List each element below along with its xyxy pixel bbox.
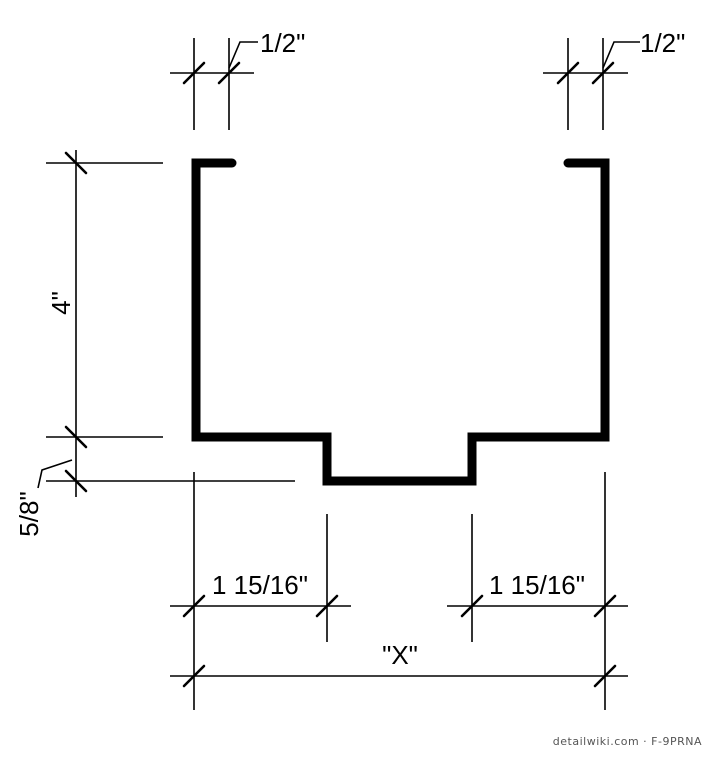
dim-bottom-right-label: 1 15/16" bbox=[489, 570, 585, 600]
dim-bottom-left-label: 1 15/16" bbox=[212, 570, 308, 600]
dim-top-left-label: 1/2" bbox=[260, 28, 305, 58]
credit-text: detailwiki.com · F-9PRNA bbox=[553, 735, 702, 748]
dim-height: 4" bbox=[46, 150, 163, 497]
dim-top-right-label: 1/2" bbox=[640, 28, 685, 58]
dim-top-right-lip: 1/2" bbox=[543, 28, 685, 130]
dim-top-left-lip: 1/2" bbox=[170, 28, 305, 130]
dim-height-label: 4" bbox=[46, 291, 76, 315]
dim-recess-depth-label: 5/8" bbox=[14, 491, 44, 536]
dim-bottom-left-flange: 1 15/16" bbox=[170, 472, 351, 710]
dim-bottom-right-flange: 1 15/16" bbox=[447, 472, 628, 710]
dim-overall-width: "X" bbox=[170, 640, 628, 688]
dim-overall-width-label: "X" bbox=[382, 640, 418, 670]
dim-recess-depth: 5/8" bbox=[14, 459, 295, 537]
channel-profile bbox=[191, 158, 610, 486]
